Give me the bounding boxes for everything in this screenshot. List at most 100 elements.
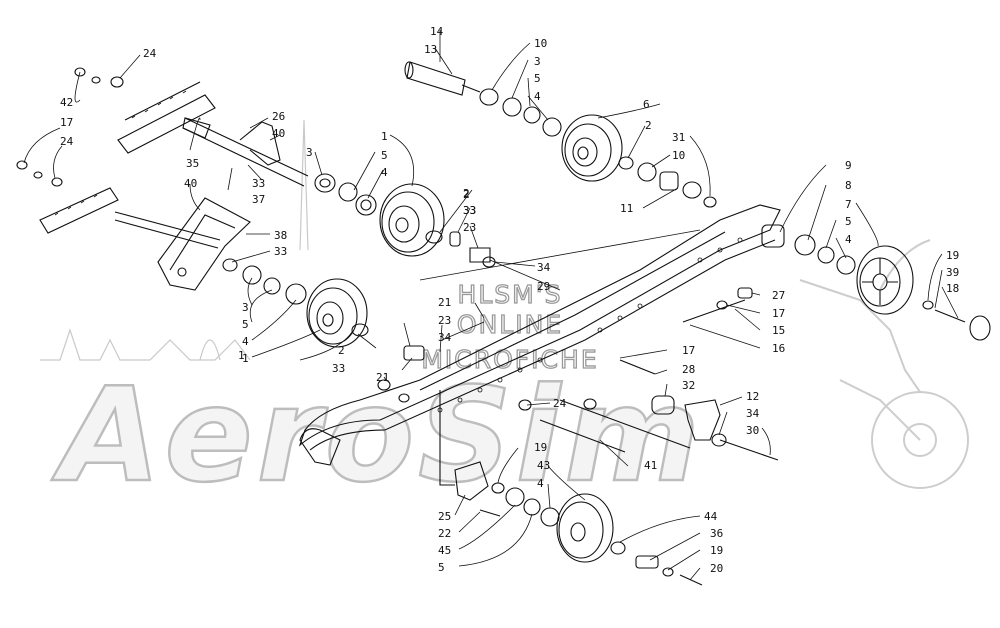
callout: 9 <box>845 159 852 172</box>
part-washer <box>491 482 505 494</box>
rear-wheel-7 <box>856 245 914 315</box>
part-bolt <box>479 509 501 517</box>
callout: 30 <box>746 424 760 437</box>
part-ring <box>523 498 541 516</box>
part-washer <box>222 258 238 272</box>
callout: 3 <box>534 55 541 68</box>
callout: 33 <box>332 362 346 375</box>
part-spacer <box>403 345 425 361</box>
part-spacer <box>449 231 461 247</box>
callout: 2 <box>338 344 345 357</box>
callout: 5 <box>381 149 388 162</box>
part-ring <box>360 199 372 211</box>
part-washer <box>618 156 634 170</box>
part-washer <box>583 398 597 410</box>
axle-top <box>404 61 481 96</box>
part-washer <box>91 76 101 84</box>
callout: 31 <box>672 131 686 144</box>
part-block-32 <box>651 395 675 415</box>
callout: 35 <box>186 157 200 170</box>
callout: 37 <box>252 193 266 206</box>
part-bolt <box>719 439 779 461</box>
part-bearing <box>319 178 331 188</box>
callout: 21 <box>376 371 390 384</box>
part-ring <box>523 106 541 124</box>
callout: 5 <box>242 318 249 331</box>
callout: 1 <box>242 352 249 365</box>
part-bracket-12 <box>684 399 721 441</box>
callout: 17 <box>60 116 74 129</box>
watermark-line-2: ONLINE <box>456 309 564 339</box>
idler-wheel-upper <box>379 183 445 257</box>
part-bearing <box>794 234 816 256</box>
part-ring <box>836 255 856 275</box>
callout: 2 <box>463 188 470 201</box>
callout: 23 <box>438 314 452 327</box>
part-bracket-25 <box>454 461 489 501</box>
callout: 40 <box>184 177 198 190</box>
callout: 3 <box>306 146 313 159</box>
callout: 1 <box>238 349 245 362</box>
shaft-upper <box>182 117 309 187</box>
idler-wheel-43 <box>556 493 614 563</box>
callout: 34 <box>537 261 551 274</box>
callout: 23 <box>463 221 477 234</box>
part-bolt <box>619 359 656 375</box>
callout: 36 <box>710 527 724 540</box>
part-washer <box>33 171 43 179</box>
part-washer <box>398 393 410 403</box>
callout: 5 <box>534 72 541 85</box>
callout: 2 <box>463 187 470 200</box>
callout: 16 <box>772 342 786 355</box>
part-ring <box>817 246 835 264</box>
part-nut <box>377 379 391 391</box>
callout: 2 <box>645 119 652 132</box>
callout: 43 <box>537 459 551 472</box>
callout: 8 <box>845 179 852 192</box>
part-ring <box>502 97 522 117</box>
part-bolt <box>559 399 691 449</box>
callout: 22 <box>438 527 452 540</box>
callout: 24 <box>143 47 157 60</box>
callout: 14 <box>430 25 444 38</box>
part-washer <box>51 177 63 187</box>
part-nut <box>74 67 86 77</box>
callout: 33 <box>274 245 288 258</box>
part-cap <box>969 315 991 341</box>
callout: 19 <box>710 544 724 557</box>
callout: 17 <box>772 307 786 320</box>
callout: 4 <box>381 166 388 179</box>
part-spacer <box>469 247 491 263</box>
callout: 40 <box>272 127 286 140</box>
part-washer <box>610 541 626 555</box>
part-washer <box>922 300 934 310</box>
callout: 11 <box>620 202 634 215</box>
callout: 45 <box>438 544 452 557</box>
part-link <box>439 390 455 486</box>
part-washer <box>662 567 674 577</box>
callout: 12 <box>746 390 760 403</box>
slide-rail <box>298 204 781 451</box>
callout: 10 <box>534 37 548 50</box>
part-bolt <box>934 309 966 323</box>
part-bearing <box>637 162 657 182</box>
watermark-motorcycle <box>799 239 969 489</box>
idler-wheel-lower <box>306 278 368 348</box>
part-bolt <box>682 299 746 323</box>
part-nut <box>16 160 28 170</box>
callout: 1 <box>381 130 388 143</box>
callout: 21 <box>438 296 452 309</box>
watermark-line-3: MICROFICHE <box>421 344 599 374</box>
callout: 25 <box>438 510 452 523</box>
callout: 29 <box>537 280 551 293</box>
rail-tip <box>299 428 341 466</box>
callout: 13 <box>424 43 438 56</box>
part-ring <box>263 277 281 295</box>
callout: 39 <box>946 266 960 279</box>
callout: 27 <box>772 289 786 302</box>
callout: 34 <box>438 331 452 344</box>
idler-wheel-6 <box>561 114 623 182</box>
shaft-lower <box>114 197 251 291</box>
watermark-line-1: HLSM'S <box>457 279 563 309</box>
